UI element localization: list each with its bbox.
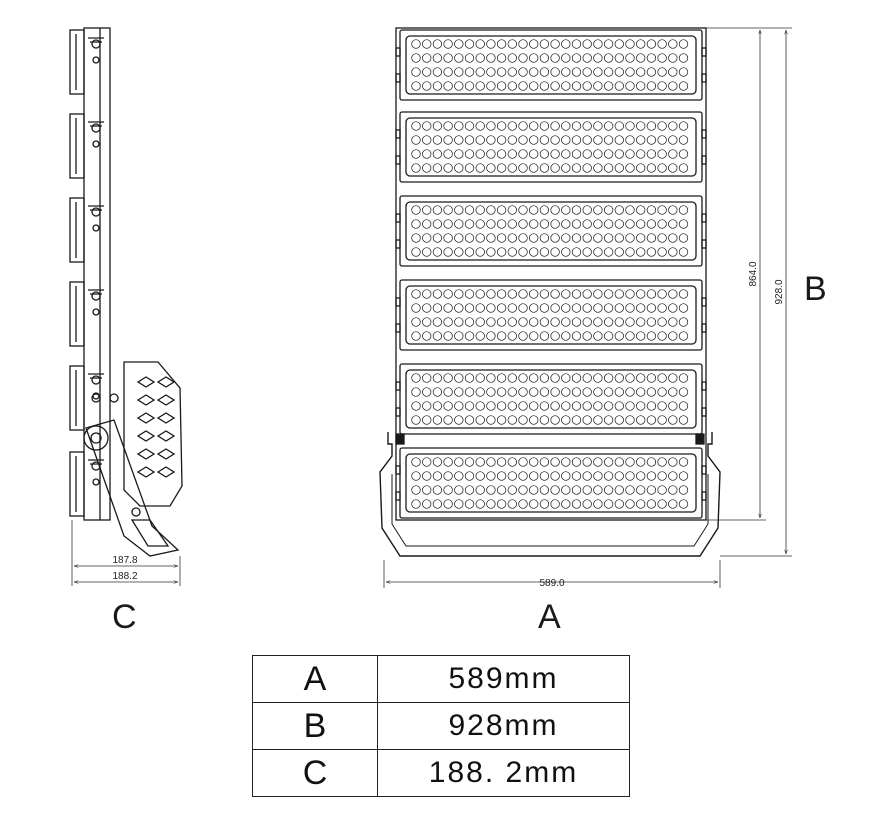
side-module (69, 451, 104, 517)
driver-vents (136, 376, 176, 478)
dim-total-height: 928.0 (774, 279, 785, 304)
side-spine (83, 27, 111, 521)
front-dimensions (383, 27, 792, 588)
spec-value-a: 589mm (377, 655, 630, 703)
side-module (69, 197, 104, 263)
view-label-a: A (538, 598, 561, 636)
table-row: A 589mm (252, 655, 630, 703)
side-module (69, 113, 104, 179)
spec-value-b: 928mm (377, 702, 630, 750)
spec-key-a: A (252, 655, 378, 703)
dim-width: 589.0 (539, 578, 564, 589)
side-view-modules (69, 29, 104, 517)
pivot-knob (83, 425, 109, 451)
view-label-c: C (112, 598, 137, 636)
spec-key-b: B (252, 702, 378, 750)
led-panels (395, 29, 707, 519)
mount-bracket (85, 419, 180, 557)
led-panel (395, 29, 707, 101)
spec-key-c: C (252, 749, 378, 797)
front-frame (395, 27, 707, 521)
spec-value-c: 188. 2mm (377, 749, 630, 797)
led-panel (395, 195, 707, 267)
view-label-b: B (804, 270, 827, 308)
dim-side-inner: 187.8 (112, 555, 137, 566)
led-panel (395, 363, 707, 435)
led-panel (395, 111, 707, 183)
front-view (379, 27, 721, 557)
led-panel (395, 279, 707, 351)
front-bracket (379, 432, 721, 557)
dim-inner-height: 864.0 (748, 261, 759, 286)
driver-box (123, 361, 183, 507)
side-module (69, 281, 104, 347)
side-module (69, 365, 104, 431)
side-dimensions (71, 520, 181, 586)
table-row: C 188. 2mm (252, 749, 630, 797)
table-row: B 928mm (252, 702, 630, 750)
dim-side-outer: 188.2 (112, 571, 137, 582)
side-view (69, 27, 183, 557)
side-module (69, 29, 104, 95)
led-panel (395, 447, 707, 519)
spec-table: A 589mm B 928mm C 188. 2mm (252, 655, 630, 797)
